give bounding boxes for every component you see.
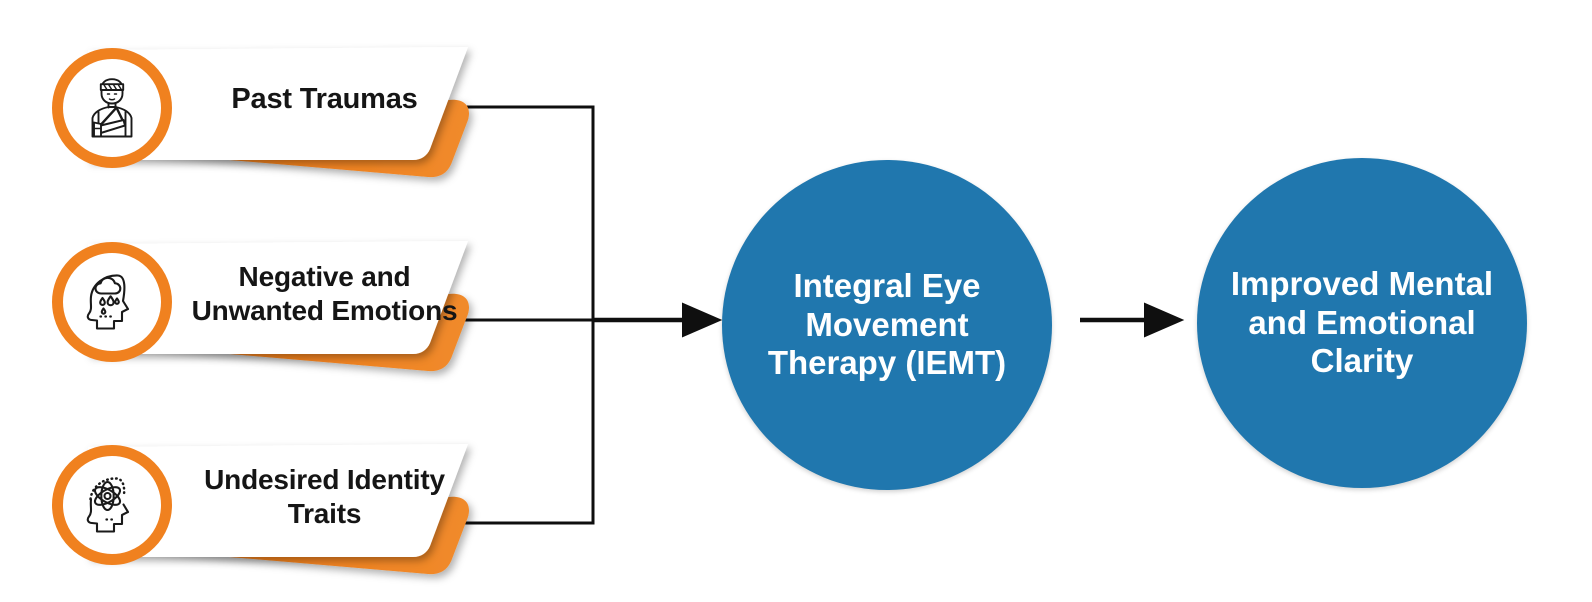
process-label-line2: Movement [805, 305, 969, 343]
card-label-line2: Unwanted Emotions [191, 295, 458, 326]
icon-badge-head-atom [52, 445, 172, 565]
card-shape [88, 241, 470, 372]
card-label: Past Traumas [231, 83, 418, 116]
outcome-label-line2: and Emotional [1248, 303, 1476, 341]
card-body [88, 444, 468, 557]
outcome-label-line3: Clarity [1310, 342, 1414, 380]
process-circle-iemt[interactable]: Integral Eye Movement Therapy (IEMT) [722, 160, 1052, 490]
icon-badge-head-rain-cloud [52, 242, 172, 362]
card-shape [88, 444, 470, 575]
card-shape [88, 47, 470, 178]
input-card-negative-emotions[interactable]: Negative and Unwanted Emotions [52, 238, 482, 383]
card-body [88, 47, 468, 160]
process-circle-label: Integral Eye Movement Therapy (IEMT) [745, 267, 1029, 384]
head-atom-icon [86, 477, 130, 533]
card-label: Undesired Identity Traits [177, 441, 472, 553]
input-card-identity-traits[interactable]: Undesired Identity Traits [52, 441, 482, 586]
card-label-line1: Negative and [238, 260, 411, 292]
injured-person-icon [91, 78, 133, 138]
outcome-circle-label: Improved Mental and Emotional Clarity [1220, 265, 1504, 382]
head-rain-cloud-icon [86, 274, 130, 330]
process-label-line3: Therapy (IEMT) [767, 344, 1007, 382]
card-body [88, 241, 468, 354]
card-label-line2: Traits [287, 498, 362, 529]
card-label-line1: Undesired Identity [204, 463, 445, 495]
input-card-past-traumas[interactable]: Past Traumas [52, 44, 482, 189]
icon-badge-injured-person [52, 48, 172, 168]
card-label: Negative and Unwanted Emotions [177, 238, 472, 350]
process-label-line1: Integral Eye [793, 266, 981, 304]
outcome-label-line1: Improved Mental [1230, 264, 1494, 302]
outcome-circle-clarity[interactable]: Improved Mental and Emotional Clarity [1197, 158, 1527, 488]
